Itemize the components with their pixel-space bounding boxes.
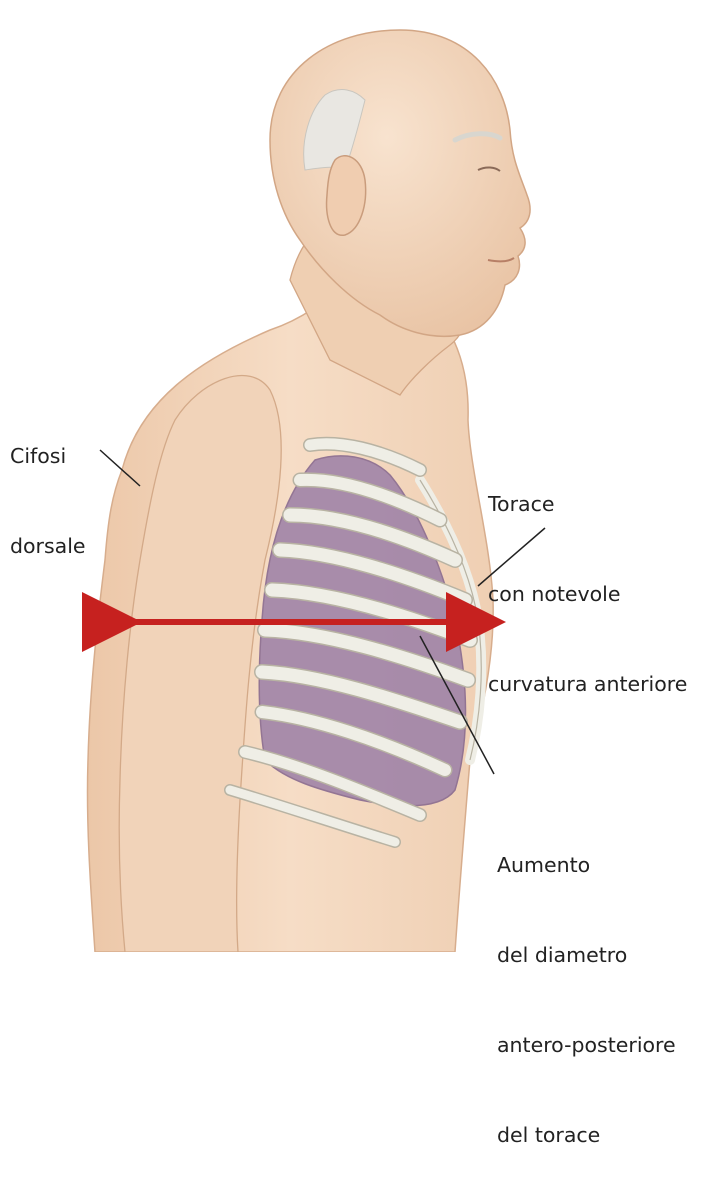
thorax-label-line-1: Torace: [488, 489, 687, 519]
diameter-label-line-3: antero-posteriore: [497, 1030, 676, 1060]
thorax-label: Torace con notevole curvatura anteriore: [488, 429, 687, 729]
thorax-label-line-2: con notevole: [488, 579, 687, 609]
kyphosis-label: Cifosi dorsale: [10, 381, 86, 591]
thorax-label-line-3: curvatura anteriore: [488, 669, 687, 699]
kyphosis-label-line-1: Cifosi: [10, 441, 86, 471]
diameter-label-line-4: del torace: [497, 1120, 676, 1150]
kyphosis-label-line-2: dorsale: [10, 531, 86, 561]
diameter-label-line-1: Aumento: [497, 850, 676, 880]
diameter-label: Aumento del diametro antero-posteriore d…: [497, 790, 676, 1180]
diameter-label-line-2: del diametro: [497, 940, 676, 970]
